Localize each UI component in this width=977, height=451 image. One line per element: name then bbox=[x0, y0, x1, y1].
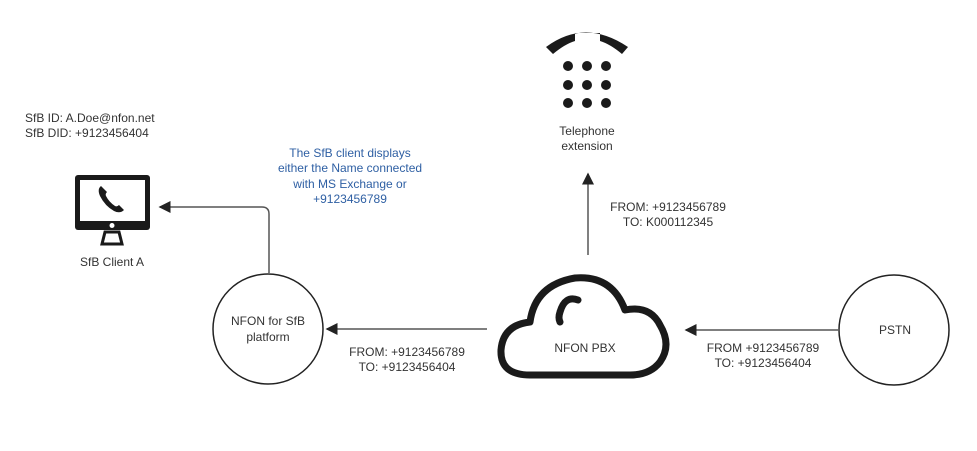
nfon-sfb-label-1: NFON for SfB bbox=[230, 314, 306, 328]
note-line-4: +9123456789 bbox=[313, 192, 387, 206]
telephone-label-1: Telephone bbox=[559, 124, 615, 138]
note-line-1: The SfB client displays bbox=[289, 146, 411, 160]
computer-phone-icon bbox=[75, 175, 150, 246]
edge-pbx-phone-from: FROM: +9123456789 bbox=[610, 200, 726, 214]
edge-pbx-sfb-from: FROM: +9123456789 bbox=[349, 345, 465, 359]
nfon-sfb-node bbox=[212, 273, 324, 385]
pbx-label: NFON PBX bbox=[554, 341, 616, 355]
nfon-sfb-label-2: platform bbox=[246, 330, 290, 344]
telephone-label-2: extension bbox=[561, 139, 613, 153]
sfb-id-label: SfB ID: A.Doe@nfon.net bbox=[25, 111, 155, 125]
note-line-3: with MS Exchange or bbox=[293, 177, 407, 191]
edge-sfb-to-client bbox=[158, 201, 270, 273]
edge-pbx-phone-to: TO: K000112345 bbox=[622, 215, 714, 229]
pstn-label: PSTN bbox=[878, 323, 912, 337]
pstn-node bbox=[838, 274, 950, 386]
note-line-2: either the Name connected bbox=[277, 161, 423, 175]
cloud-icon bbox=[497, 274, 670, 379]
client-label: SfB Client A bbox=[79, 255, 145, 269]
sfb-did-label: SfB DID: +9123456404 bbox=[25, 126, 149, 140]
edge-pbx-sfb-to: TO: +9123456404 bbox=[358, 360, 456, 374]
edge-pstn-pbx-to: TO: +9123456404 bbox=[714, 356, 812, 370]
telephone-icon bbox=[546, 32, 628, 108]
edge-pstn-pbx-from: FROM +9123456789 bbox=[706, 341, 820, 355]
